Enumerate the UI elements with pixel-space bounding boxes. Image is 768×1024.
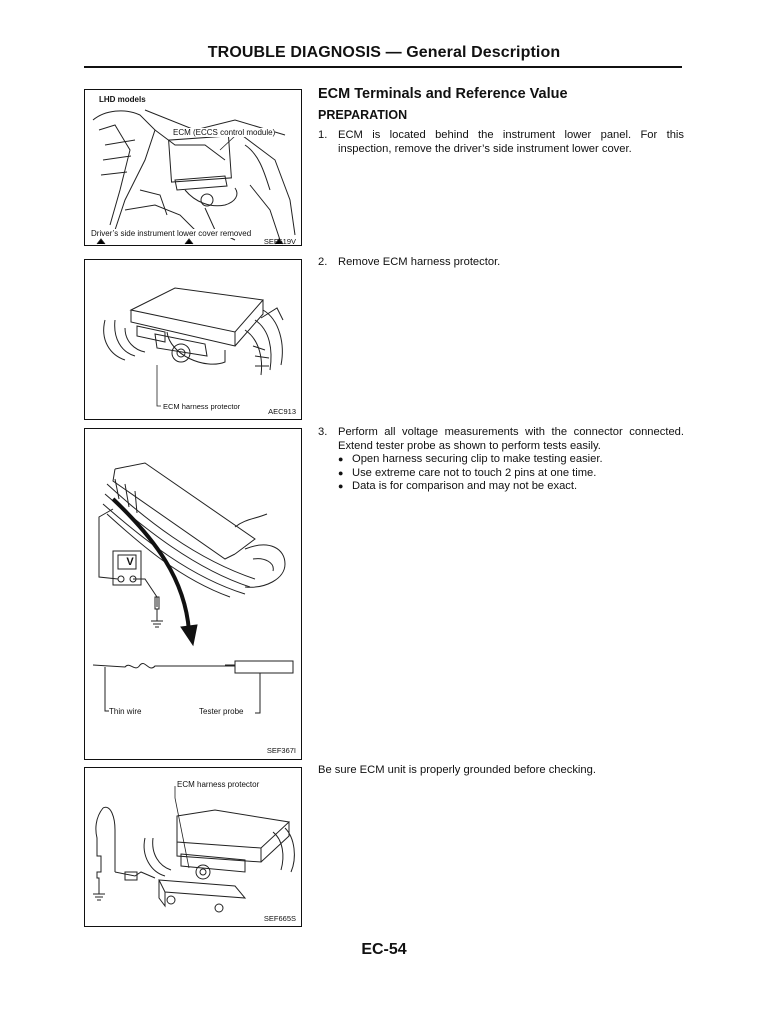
fig1-label-ecm: ECM (ECCS control module): [173, 128, 276, 137]
section-heading-block: ECM Terminals and Reference Value PREPAR…: [318, 86, 686, 122]
bullet-dot-icon: ●: [338, 467, 344, 478]
fig3-voltmeter-label: V: [126, 556, 134, 568]
step-1-number: 1.: [318, 129, 328, 141]
header-rule: [84, 66, 682, 68]
figure-tester-probe: V Thin wire Tester probe SEF367I: [84, 428, 302, 760]
fig2-label-protector: ECM harness protector: [163, 402, 241, 411]
bullet-dot-icon: ●: [338, 454, 344, 464]
bullet-text: Open harness securing clip to make testi…: [352, 453, 603, 465]
fig3-label-probe: Tester probe: [199, 707, 244, 716]
step-3: 3. Perform all voltage measurements with…: [318, 426, 684, 453]
bullet-text: Data is for comparison and may not be ex…: [352, 480, 578, 492]
figure-ecm-location: LHD models ECM (ECCS control module) Dri…: [84, 89, 302, 246]
step-2-number: 2.: [318, 256, 328, 268]
fig1-label-cover: Driver’s side instrument lower cover rem…: [91, 229, 252, 238]
bullet-item: ● Open harness securing clip to make test…: [338, 453, 684, 467]
fig1-code: SEF519V: [263, 237, 296, 246]
fig3-label-wire: Thin wire: [109, 707, 142, 716]
bullet-item: ● Use extreme care not to touch 2 pins at…: [338, 467, 684, 481]
fig1-label-models: LHD models: [99, 95, 146, 104]
bullet-item: ● Data is for comparison and may not be e…: [338, 480, 684, 494]
step-3-block: 3. Perform all voltage measurements with…: [318, 426, 684, 494]
page-number: EC-54: [361, 941, 407, 958]
step-2-text: Remove ECM harness protector.: [338, 256, 501, 268]
harness-protector-illustration: [103, 287, 284, 407]
step-3-bullets: ● Open harness securing clip to make test…: [318, 453, 684, 494]
tester-probe-illustration: [92, 462, 294, 714]
ecm-location-illustration: [92, 109, 296, 245]
figure-harness-protector: ECM harness protector AEC913: [84, 259, 302, 420]
section-subtitle: PREPARATION: [318, 108, 408, 122]
step-3-number: 3.: [318, 426, 328, 438]
fig4-code: SEF665S: [263, 914, 296, 923]
step-3-text: Perform all voltage measurements with th…: [338, 426, 684, 452]
step-1-text: ECM is located behind the instrument low…: [338, 129, 684, 155]
page-header-title: TROUBLE DIAGNOSIS — General Description: [207, 44, 561, 61]
section-title: ECM Terminals and Reference Value: [318, 86, 568, 102]
step-2: 2. Remove ECM harness protector.: [318, 256, 684, 270]
fig3-code: SEF367I: [266, 746, 296, 755]
figure-ecm-ground: ECM harness protector SEF665S: [84, 767, 302, 927]
fig2-code: AEC913: [268, 407, 296, 416]
step-1: 1. ECM is located behind the instrument …: [318, 129, 684, 156]
fig4-label-protector: ECM harness protector: [177, 780, 260, 789]
bullet-text: Use extreme care not to touch 2 pins at …: [352, 466, 597, 479]
bullet-dot-icon: ●: [338, 481, 344, 491]
ecm-ground-illustration: [93, 786, 295, 913]
ground-note: Be sure ECM unit is properly grounded be…: [318, 764, 596, 776]
